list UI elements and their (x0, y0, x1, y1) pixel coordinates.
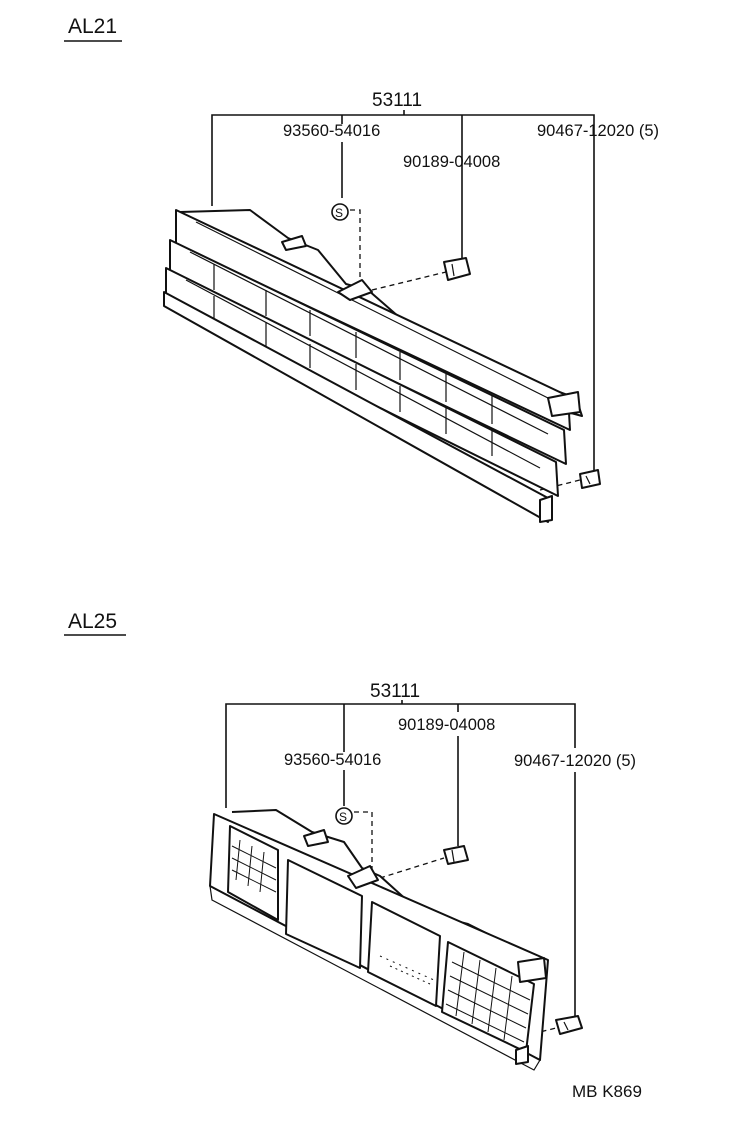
nut-dash-al21 (371, 271, 447, 291)
diagram-al21: AL21 53111 93560-54016 90189-04008 90467… (64, 15, 659, 523)
section-title-al21: AL21 (68, 15, 117, 38)
leader-lines-al25 (225, 700, 576, 1018)
retainer-dash-al25 (523, 1027, 557, 1037)
svg-text:S: S (335, 206, 343, 220)
screw-dash-al25 (354, 811, 373, 874)
screw-dash-al21 (350, 209, 361, 284)
callout-nut-clip-al25: 90189-04008 (398, 716, 495, 734)
retainer-dash-al21 (539, 479, 581, 491)
retainer-clip-al21 (579, 469, 601, 489)
callout-clip-screw-al21: 93560-54016 (283, 122, 380, 140)
drawing-reference-code: MB K869 (572, 1082, 642, 1101)
grille-assembly-al21 (163, 209, 583, 523)
svg-text:S: S (339, 810, 347, 824)
callout-clip-screw-al25: 93560-54016 (284, 751, 381, 769)
nut-clip-al25 (443, 845, 469, 865)
nut-dash-al25 (379, 857, 445, 879)
mesh-left-al25 (231, 839, 277, 893)
retainer-clip-al25 (555, 1015, 583, 1035)
callout-retainer-clip-al25: 90467-12020 (5) (514, 752, 636, 770)
mesh-right-al25 (445, 951, 531, 1043)
mesh-center-al25 (379, 955, 435, 985)
assembly-number-al21: 53111 (372, 90, 422, 111)
diagram-al25: AL25 53111 90189-04008 93560-54016 90467… (64, 610, 636, 1071)
screw-symbol-al21: S (331, 203, 349, 221)
section-title-al25: AL25 (68, 610, 117, 633)
screw-symbol-al25: S (335, 807, 353, 825)
callout-retainer-clip-al21: 90467-12020 (5) (537, 122, 659, 140)
grille-assembly-al25 (209, 809, 549, 1071)
nut-clip-al21 (443, 257, 471, 281)
assembly-number-al25: 53111 (370, 681, 420, 702)
callout-nut-clip-al21: 90189-04008 (403, 153, 500, 171)
leader-lines-al21 (211, 110, 595, 470)
